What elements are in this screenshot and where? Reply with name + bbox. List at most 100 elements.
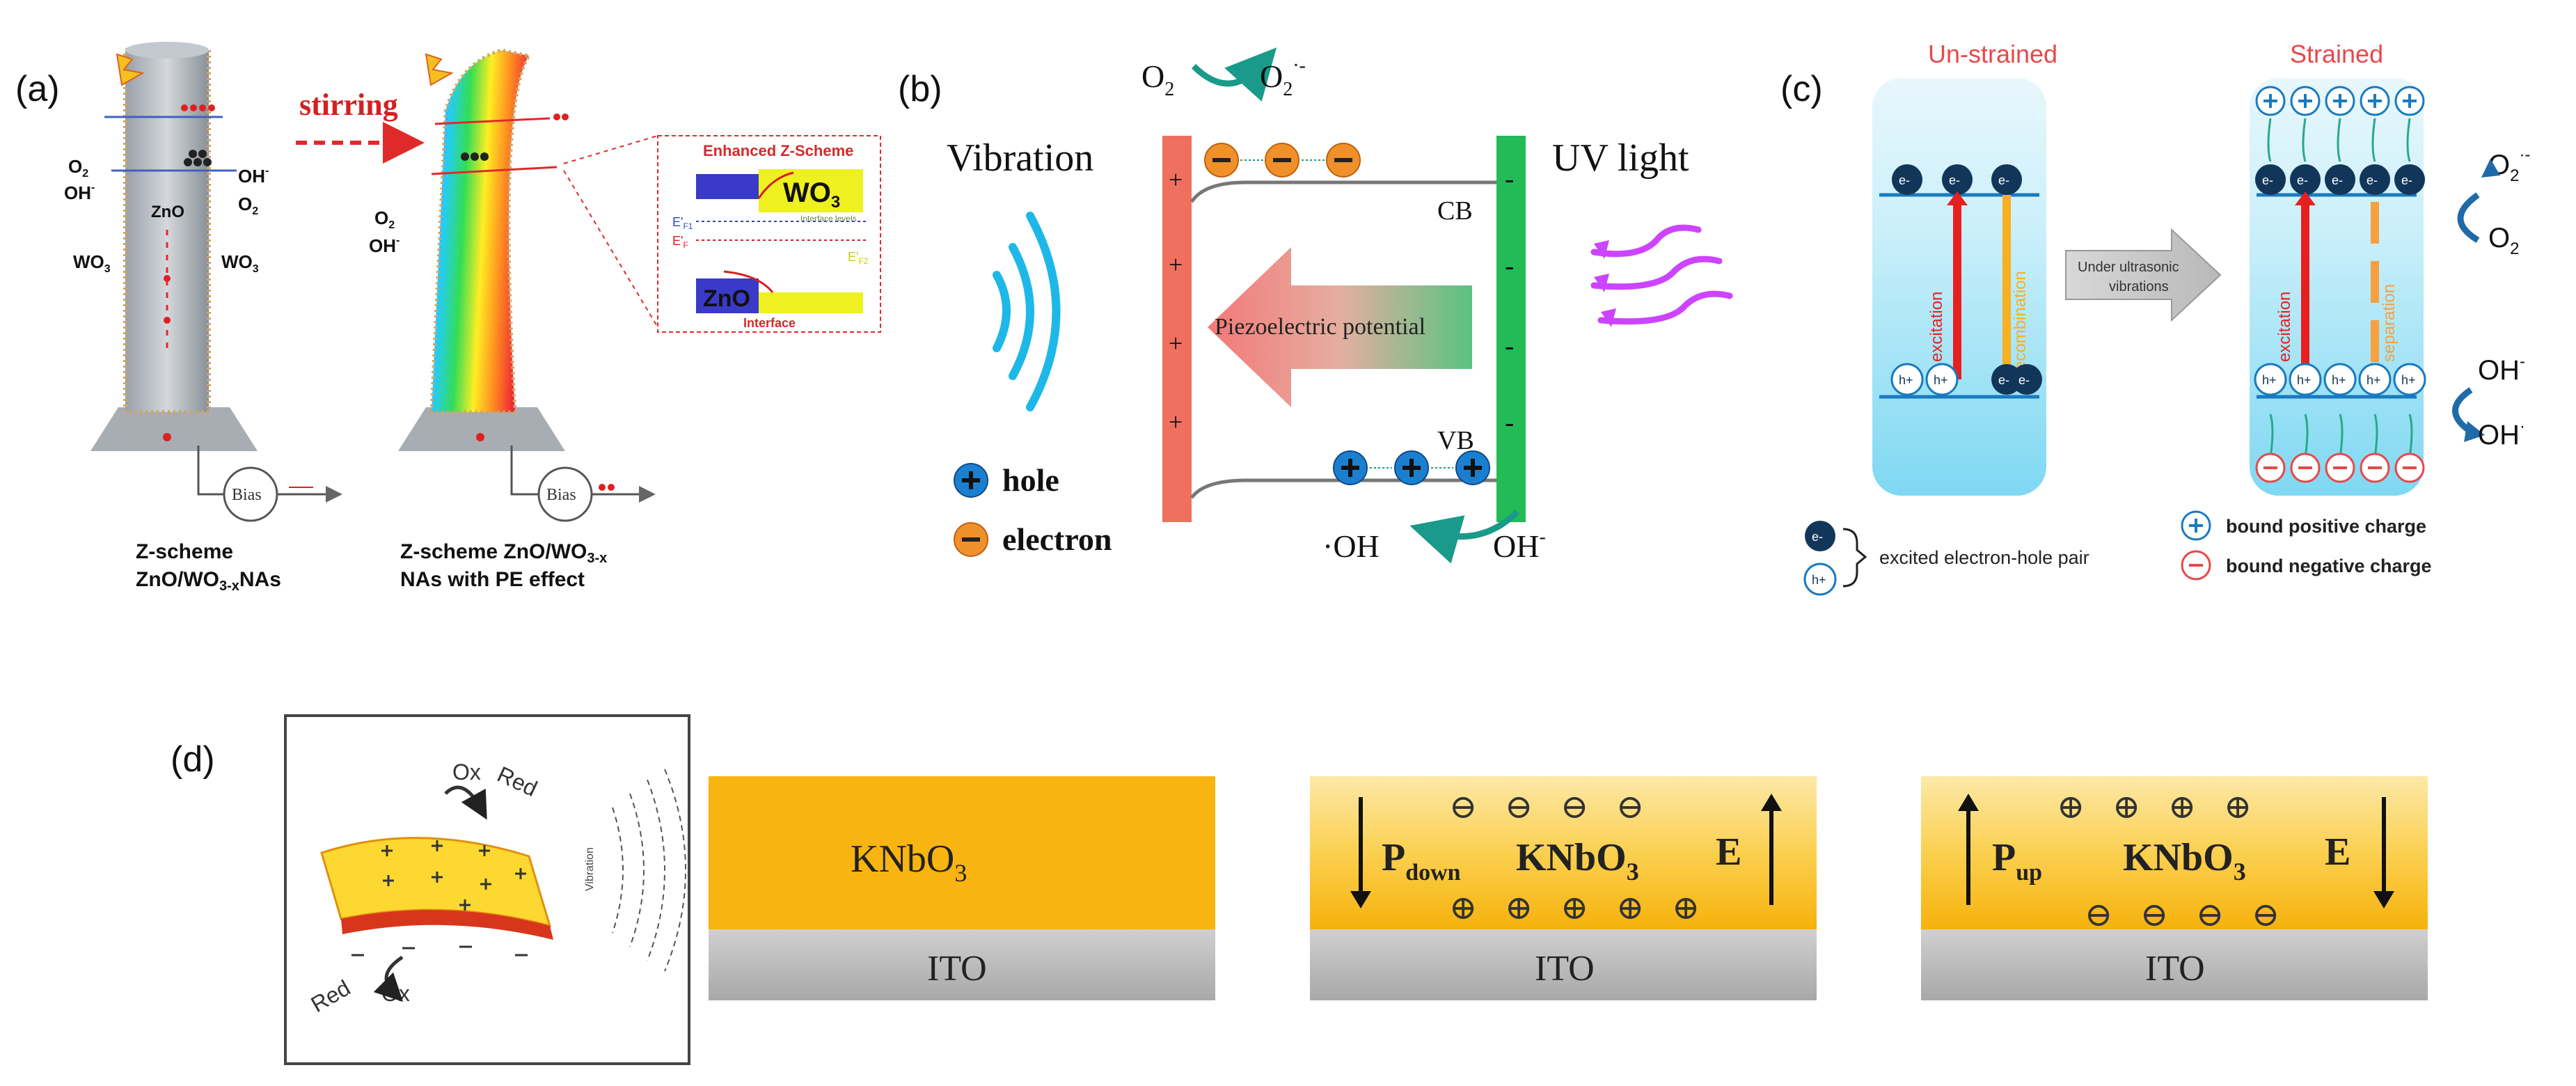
rod-strained	[398, 48, 569, 451]
vibration-waves-d	[612, 769, 686, 972]
panel-b: (b) Vibration UV light O2 O2·- + + + + -…	[898, 47, 1733, 564]
hydroxide-label: OH-	[1493, 526, 1546, 564]
electron-icon	[1805, 521, 1835, 551]
circuit-wire	[197, 446, 342, 503]
svg-text:⊖: ⊖	[1560, 789, 1588, 826]
caption-right-2: NAs with PE effect	[400, 568, 585, 591]
vibration-label: Vibration	[584, 847, 596, 891]
uv-ray	[1597, 290, 1733, 325]
electron	[2290, 164, 2321, 195]
p-down-label: Pdown	[1382, 836, 1461, 886]
ox-top-label: Ox	[452, 760, 481, 785]
hole-dot	[184, 158, 192, 166]
wave-arc	[1009, 243, 1034, 380]
bias-label: Bias	[232, 486, 262, 504]
plus-mark	[1402, 459, 1421, 477]
o2-label-right: O2	[238, 194, 258, 217]
svg-text:⊖: ⊖	[1505, 789, 1533, 826]
excitation-label: excitation	[2275, 292, 2294, 362]
reduction-arrow	[2457, 192, 2480, 243]
inset-zno: ZnO	[703, 285, 750, 312]
field-line	[2371, 118, 2376, 162]
field-line	[2267, 118, 2272, 162]
oh-label-2: OH-	[369, 235, 400, 256]
bound-positive-marks	[2263, 94, 2417, 108]
lightning-icon	[425, 53, 454, 86]
o2-label-2: O2	[374, 207, 395, 231]
superoxide-label: O2·-	[2488, 145, 2530, 185]
hydroxyl-radical-label: OH·	[2478, 417, 2525, 450]
conduction-band	[1190, 180, 1496, 203]
electron-label: e-	[1899, 173, 1910, 187]
band-line	[431, 166, 558, 175]
minus-sign: -	[1505, 407, 1514, 438]
plus-mark	[2263, 94, 2277, 108]
electron-dot	[608, 484, 615, 491]
panel-d: (d) Ox Red Red Ox Vibration KNbO3 ITO	[171, 714, 2428, 1065]
electron-label: e-	[2332, 173, 2343, 187]
electron	[2325, 164, 2355, 195]
knbo3-sheet-edge	[341, 910, 553, 940]
e-field-label-3: E	[2325, 831, 2350, 874]
inset-interface: Interface	[743, 316, 796, 330]
arrowhead	[2464, 421, 2485, 442]
electron-label: e-	[1998, 173, 2009, 187]
panel-d-label: (d)	[171, 739, 215, 780]
wo3-label-left: WO3	[73, 251, 111, 275]
plus-mark	[2403, 94, 2417, 108]
strained-holes: h+ h+ h+ h+ h+	[2254, 363, 2426, 396]
wave-arc	[1026, 212, 1061, 411]
hole	[1925, 363, 1959, 396]
transition-arrow	[2065, 228, 2222, 322]
ito-layer-2	[1310, 929, 1817, 1000]
oh-label: OH-	[64, 182, 95, 203]
caption-right-1: Z-scheme ZnO/WO3-x	[400, 540, 607, 566]
caption-left-1: Z-scheme	[136, 540, 233, 563]
minus-mark	[1273, 158, 1291, 162]
sheet-minus-signs	[351, 945, 528, 957]
wo3-label-right: WO3	[221, 251, 259, 275]
circuit-wire	[510, 446, 656, 503]
reduction-arrow	[1191, 47, 1277, 102]
svg-text:⊖: ⊖	[2252, 897, 2279, 934]
svg-text:⊕: ⊕	[1560, 890, 1588, 927]
electron	[1942, 164, 1973, 195]
svg-text:⊖: ⊖	[2140, 897, 2168, 934]
plus-row-3: ⊕⊕ ⊕⊕	[2057, 789, 2252, 826]
piezo-label: Piezoelectric potential	[1215, 314, 1425, 340]
hole-dot	[461, 152, 469, 161]
rod-body	[429, 48, 532, 414]
vibration-icon	[993, 212, 1061, 411]
electron-label: e-	[2366, 173, 2378, 187]
valence-band	[1190, 478, 1496, 499]
panel-a-label: (a)	[15, 69, 60, 109]
cb-electrons	[1204, 143, 1361, 178]
arrowhead	[1350, 891, 1371, 908]
plus-mark	[2298, 94, 2312, 108]
excitation-label: excitation	[1927, 292, 1946, 362]
ito-label-1: ITO	[927, 949, 987, 989]
uv-ray	[1590, 224, 1702, 258]
lightning-icon	[116, 53, 145, 86]
e-field-label-2: E	[1716, 831, 1741, 874]
field-line	[2339, 414, 2344, 458]
vb-holes	[1333, 450, 1490, 485]
minus-mark	[962, 537, 980, 542]
electron-label: e-	[1812, 530, 1823, 544]
electron-label: e-	[2018, 373, 2030, 387]
plus-sign: +	[1169, 251, 1183, 278]
svg-text:⊕: ⊕	[1616, 890, 1644, 927]
hole-label: h+	[2332, 373, 2346, 387]
brace-icon	[1842, 528, 1867, 588]
plus-sign: +	[1169, 408, 1183, 436]
superoxide-label: O2·-	[1260, 55, 1306, 100]
o2-label: O2	[68, 156, 88, 180]
panel-c: (c) Un-strained Strained e- e- e- excita…	[1780, 40, 2530, 596]
oxidation-arrow	[2452, 387, 2473, 434]
strained-title: Strained	[2290, 40, 2383, 68]
electron-label: e-	[2262, 173, 2273, 187]
panel-c-label: (c)	[1780, 69, 1823, 109]
zno-cb-block	[696, 174, 759, 199]
arrowhead	[2295, 191, 2316, 205]
band-line	[434, 117, 551, 125]
